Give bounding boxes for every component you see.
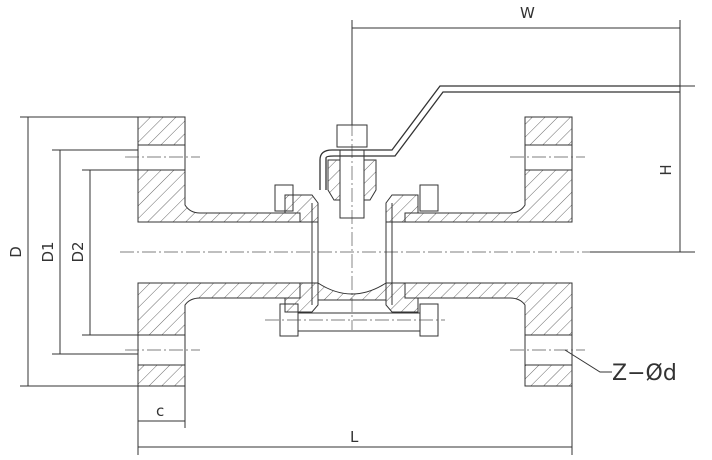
label-c: c [156, 402, 164, 420]
valve-body [265, 124, 445, 337]
label-l: L [350, 428, 359, 446]
dimension-lines [20, 20, 695, 455]
top-right-nut [419, 184, 439, 212]
label-d1: D1 [39, 241, 57, 262]
label-w: W [520, 4, 535, 22]
label-d2: D2 [69, 241, 87, 262]
handle [319, 85, 680, 190]
left-flange [125, 116, 301, 387]
right-flange [404, 116, 585, 387]
bolt [297, 312, 421, 332]
label-h: H [657, 164, 675, 175]
label-z-od: Z−Ød [612, 361, 677, 386]
top-left-nut [274, 184, 294, 212]
label-d: D [7, 246, 25, 258]
